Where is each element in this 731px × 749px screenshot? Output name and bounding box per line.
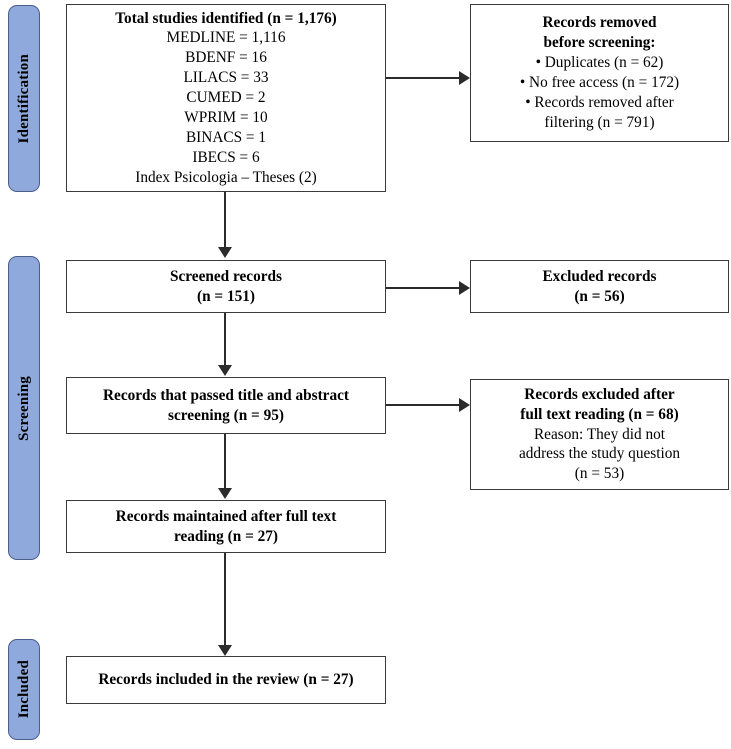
passed-line1: Records that passed title and abstract xyxy=(102,386,349,404)
stage-bar-screening: Screening xyxy=(8,256,40,560)
removed-bullet-after-filtering-line1: • Records removed after xyxy=(525,93,674,111)
screened-line1: Screened records xyxy=(169,267,282,285)
box-maintained-after-full-text: Records maintained after full text readi… xyxy=(66,500,386,553)
arrowhead-passed-to-excluded-fulltext xyxy=(459,398,470,412)
arrowhead-maintained-to-included xyxy=(218,645,232,656)
excluded-fulltext-reason-line1: Reason: They did not xyxy=(533,425,665,443)
identified-source-bdenf: BDENF = 16 xyxy=(185,49,267,67)
arrowhead-screened-to-excluded xyxy=(459,281,470,295)
removed-bullet-duplicates: • Duplicates (n = 62) xyxy=(535,54,664,72)
connector-identified-to-screened xyxy=(224,192,226,248)
identified-heading: Total studies identified (n = 1,176) xyxy=(115,9,337,27)
maintained-line2: reading (n = 27) xyxy=(173,527,279,545)
connector-maintained-to-included xyxy=(224,553,226,646)
excluded-records-line1: Excluded records xyxy=(542,267,657,285)
box-screened-records: Screened records (n = 151) xyxy=(66,260,386,313)
excluded-fulltext-line2: full text reading (n = 68) xyxy=(520,405,679,423)
identified-source-cumed: CUMED = 2 xyxy=(186,89,266,107)
box-records-included-in-review: Records included in the review (n = 27) xyxy=(66,656,386,704)
stage-bar-included: Included xyxy=(8,639,40,740)
arrowhead-identified-to-removed xyxy=(459,71,470,85)
arrowhead-passed-to-maintained xyxy=(218,488,232,499)
connector-screened-to-excluded xyxy=(386,287,460,289)
box-total-studies-identified: Total studies identified (n = 1,176) MED… xyxy=(66,4,386,192)
stage-label-screening: Screening xyxy=(15,375,32,441)
identified-source-ibecs: IBECS = 6 xyxy=(192,148,260,166)
identified-source-binacs: BINACS = 1 xyxy=(185,128,267,146)
included-in-review-line1: Records included in the review (n = 27) xyxy=(98,671,354,689)
stage-label-included: Included xyxy=(15,660,32,719)
identified-source-index-psicologia: Index Psicologia – Theses (2) xyxy=(135,168,317,186)
connector-identified-to-removed xyxy=(386,77,460,79)
excluded-records-line2: (n = 56) xyxy=(574,287,625,305)
box-excluded-records: Excluded records (n = 56) xyxy=(470,260,729,313)
box-excluded-after-full-text: Records excluded after full text reading… xyxy=(470,379,729,490)
connector-screened-to-passed xyxy=(224,313,226,366)
arrowhead-screened-to-passed xyxy=(218,365,232,376)
removed-bullet-no-free-access: • No free access (n = 172) xyxy=(519,74,680,91)
excluded-fulltext-reason-line2: address the study question xyxy=(518,445,681,463)
stage-bar-identification: Identification xyxy=(8,5,40,192)
box-records-removed-before-screening: Records removed before screening: • Dupl… xyxy=(470,4,729,142)
identified-source-wprim: WPRIM = 10 xyxy=(184,108,268,126)
stage-label-identification: Identification xyxy=(15,53,32,144)
passed-line2: screening (n = 95) xyxy=(168,406,284,424)
removed-bullet-after-filtering-line2: filtering (n = 791) xyxy=(544,113,655,131)
removed-heading-line2: before screening: xyxy=(543,34,656,52)
excluded-fulltext-line1: Records excluded after xyxy=(524,385,675,403)
excluded-fulltext-reason-count: (n = 53) xyxy=(574,465,625,483)
box-passed-title-abstract: Records that passed title and abstract s… xyxy=(66,377,386,434)
maintained-line1: Records maintained after full text xyxy=(115,507,337,525)
connector-passed-to-excluded-fulltext xyxy=(386,404,460,406)
removed-heading-line1: Records removed xyxy=(542,14,657,32)
screened-line2: (n = 151) xyxy=(196,287,255,305)
identified-source-lilacs: LILACS = 33 xyxy=(183,69,269,87)
connector-passed-to-maintained xyxy=(224,434,226,489)
identified-source-medline: MEDLINE = 1,116 xyxy=(166,29,286,47)
arrowhead-identified-to-screened xyxy=(218,247,232,258)
